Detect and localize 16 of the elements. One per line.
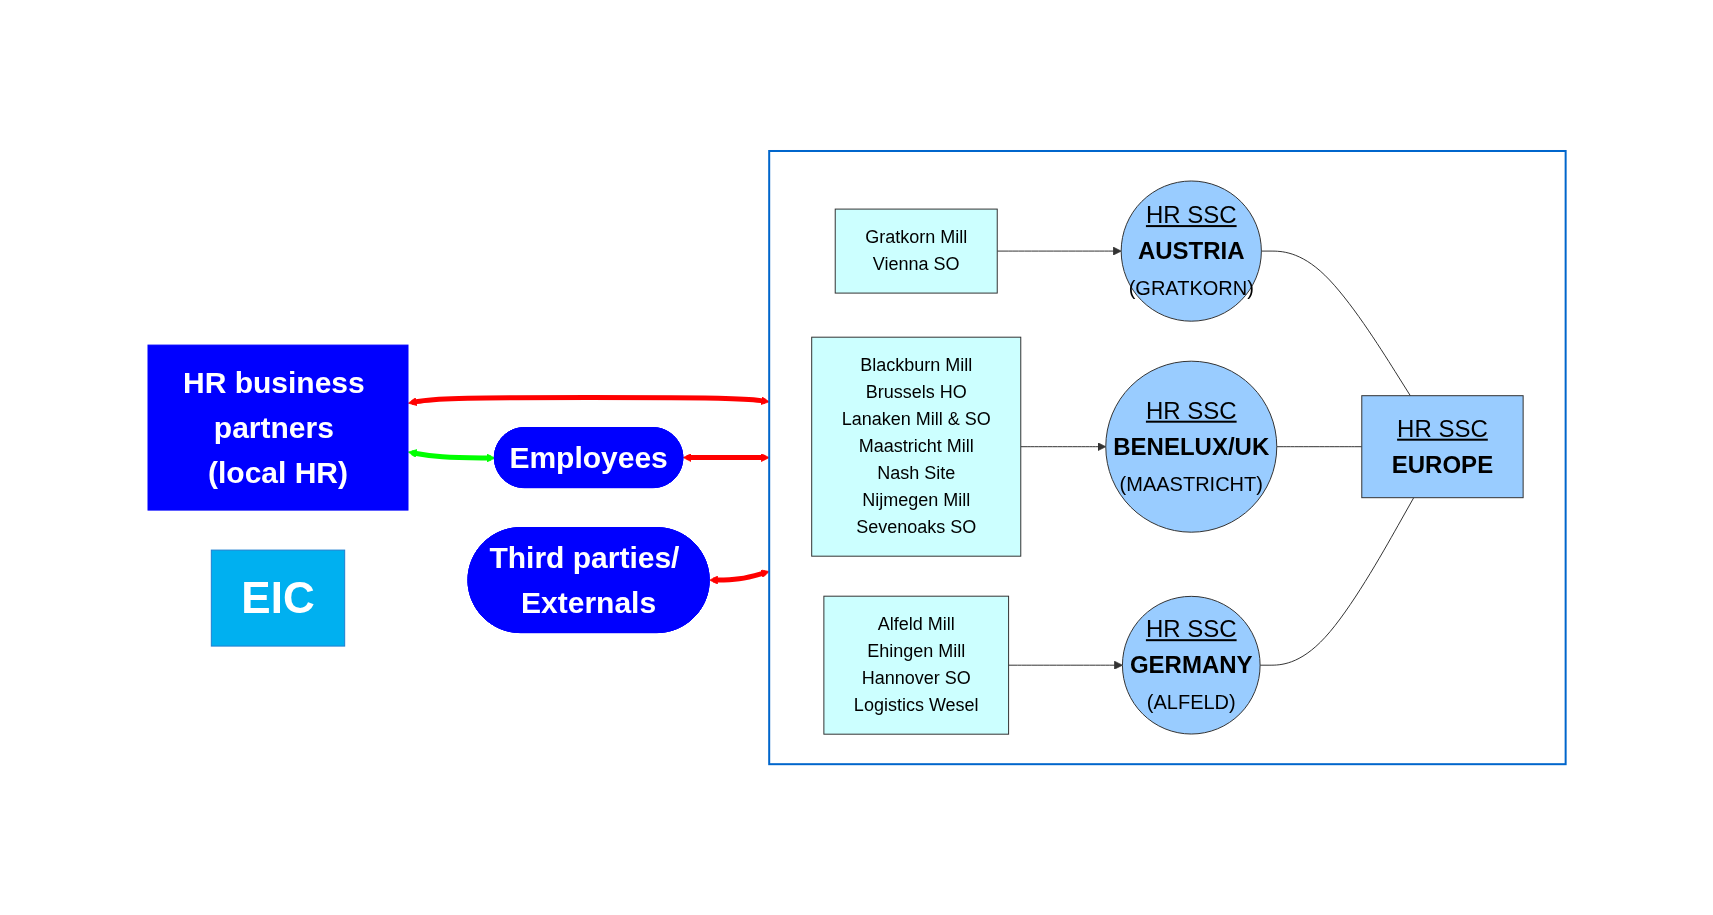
arrow: [1019, 442, 1106, 451]
arrow: [407, 449, 495, 463]
connector: [1259, 497, 1414, 666]
node-box: Gratkorn Mill Vienna SO: [834, 208, 998, 294]
node-box: Alfeld Mill Ehingen Mill Hannover SO Logistics Wesel: [823, 595, 1009, 735]
connector: [1260, 250, 1411, 397]
node-box: HR business partners (local HR): [147, 344, 409, 511]
arrow: [1007, 660, 1123, 670]
node-box: EIC: [210, 549, 345, 647]
node-circle: HR SSC GERMANY (ALFELD): [1121, 595, 1261, 735]
connector: [1275, 446, 1362, 448]
cluster: [767, 149, 1567, 766]
node-circle: HR SSC BENELUX/UK (MAASTRICHT): [1104, 360, 1277, 533]
node-box: Blackburn Mill Brussels HO Lanaken Mill & SO Maastricht Mill Nash Site Nijmegen Mill Sevenoaks SO: [810, 336, 1021, 557]
arrow: [996, 246, 1122, 256]
node-box: HR SSC EUROPE: [1360, 395, 1524, 499]
